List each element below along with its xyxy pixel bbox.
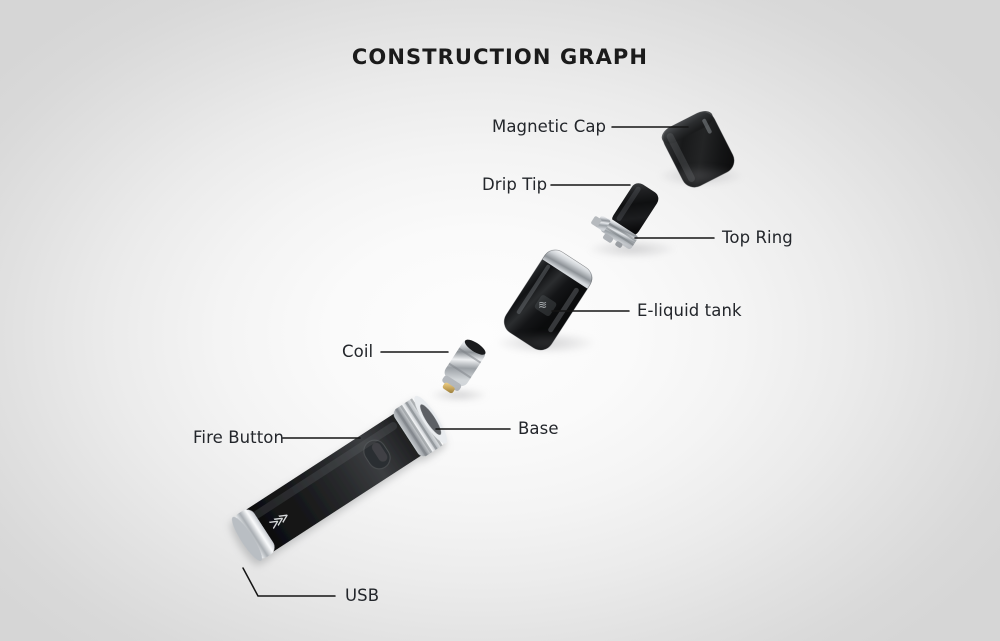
page-title: CONSTRUCTION GRAPH <box>351 45 649 69</box>
svg-text:≋: ≋ <box>538 298 547 311</box>
part-drip-tip-assembly <box>582 178 687 270</box>
label-top-ring: Top Ring <box>722 228 793 247</box>
label-fire-button: Fire Button <box>193 428 285 447</box>
part-battery-body: ⋙ <box>195 378 465 593</box>
label-magnetic-cap: Magnetic Cap <box>492 117 607 136</box>
label-drip-tip: Drip Tip <box>482 175 548 194</box>
label-e-liquid-tank: E-liquid tank <box>637 301 742 320</box>
label-coil: Coil <box>342 342 374 361</box>
part-coil <box>424 330 498 408</box>
label-usb: USB <box>345 586 380 605</box>
part-e-liquid-tank: ≋ <box>488 240 608 360</box>
part-magnetic-cap <box>655 110 745 190</box>
label-base: Base <box>518 419 559 438</box>
